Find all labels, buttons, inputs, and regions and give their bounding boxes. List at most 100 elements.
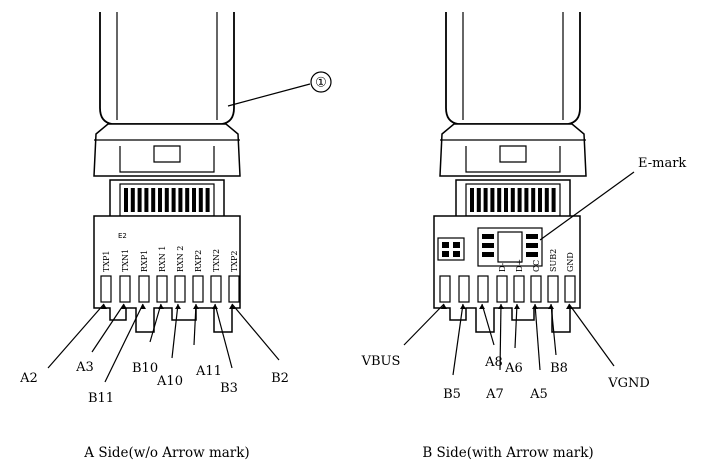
pin-pad bbox=[458, 275, 470, 303]
leader-line bbox=[91, 303, 125, 353]
leader-line bbox=[514, 303, 518, 349]
leader-arrow bbox=[175, 304, 181, 309]
leader-line bbox=[452, 303, 464, 376]
pin-number-label: B10 bbox=[132, 361, 158, 376]
leader-arrow bbox=[101, 304, 107, 309]
pin-pad bbox=[228, 275, 240, 303]
pin-name-label: D+ bbox=[515, 259, 524, 272]
pin-number-label: A3 bbox=[75, 360, 94, 375]
frame-slot bbox=[531, 188, 536, 212]
frame-slot bbox=[158, 188, 162, 212]
pin-pad bbox=[477, 275, 489, 303]
pin-name-label: SUB2 bbox=[549, 249, 558, 272]
frame-slot bbox=[171, 188, 176, 212]
pin-number-label: VGND bbox=[607, 376, 650, 391]
frame-slot bbox=[504, 188, 508, 212]
e-mark-leader: E-mark bbox=[539, 156, 686, 241]
pin-number-label: A10 bbox=[156, 374, 183, 389]
pin-number-label: B5 bbox=[443, 387, 461, 402]
pin-number-label: A2 bbox=[19, 371, 38, 386]
board-code-label: E2 bbox=[118, 232, 127, 240]
pin-number-label: B3 bbox=[220, 381, 238, 396]
callout-marker: ① bbox=[227, 71, 332, 107]
pin-name-label: TXP2 bbox=[230, 250, 239, 272]
pin-number-label: B2 bbox=[271, 371, 289, 386]
pin-number-label: A5 bbox=[529, 387, 548, 402]
callout-number: ① bbox=[315, 76, 327, 91]
side-a-caption: A Side(w/o Arrow mark) bbox=[83, 445, 249, 461]
pin-name-label: RXP1 bbox=[140, 250, 149, 272]
frame-slot bbox=[130, 188, 135, 212]
pin-number-label: A11 bbox=[195, 364, 222, 379]
leader-arrow bbox=[212, 304, 218, 309]
leader-line bbox=[403, 303, 445, 346]
leader-line bbox=[568, 303, 615, 367]
frame-slot bbox=[137, 188, 142, 212]
frame-slot bbox=[510, 188, 515, 212]
pin-name-label: TXN2 bbox=[212, 249, 221, 272]
frame-slot bbox=[205, 188, 210, 212]
pin-number-label: B11 bbox=[88, 391, 114, 406]
frame-slot bbox=[192, 188, 196, 212]
frame-slot bbox=[517, 188, 522, 212]
frame-slot bbox=[490, 188, 495, 212]
pin-name-label: D- bbox=[498, 262, 507, 272]
frame-slot bbox=[538, 188, 542, 212]
pin-pad bbox=[530, 275, 542, 303]
pin-pad bbox=[100, 275, 112, 303]
leader-arrow bbox=[441, 304, 447, 309]
side-b-caption: B Side(with Arrow mark) bbox=[422, 445, 593, 461]
leader-arrow bbox=[514, 304, 520, 309]
frame-slot bbox=[144, 188, 149, 212]
pin-number-label: VBUS bbox=[361, 354, 401, 369]
frame-slot bbox=[524, 188, 529, 212]
leader-arrow bbox=[158, 304, 164, 309]
leader-line bbox=[104, 303, 144, 383]
leader-arrow bbox=[532, 304, 538, 309]
frame-slot bbox=[476, 188, 481, 212]
pin-name-label: GND bbox=[566, 252, 575, 272]
pin-pad bbox=[138, 275, 150, 303]
leader-line bbox=[193, 303, 197, 346]
e-mark-chip bbox=[477, 227, 543, 267]
pin-name-label: TXN1 bbox=[121, 249, 130, 272]
pin-pad bbox=[513, 275, 525, 303]
pin-pad bbox=[210, 275, 222, 303]
pin-pad bbox=[156, 275, 168, 303]
leader-arrow bbox=[479, 304, 485, 309]
pin-pad bbox=[564, 275, 576, 303]
leader-line bbox=[481, 303, 495, 346]
leader-line bbox=[550, 303, 557, 356]
frame-slot bbox=[198, 188, 203, 212]
frame-slot bbox=[185, 188, 190, 212]
pin-pad bbox=[439, 275, 451, 303]
leader-line bbox=[499, 303, 502, 371]
pin-name-label: CC bbox=[532, 260, 541, 272]
pin-pad bbox=[496, 275, 508, 303]
leader-line bbox=[231, 303, 280, 361]
pin-pad bbox=[174, 275, 186, 303]
pin-number-label: A8 bbox=[484, 355, 503, 370]
pin-number-label: A7 bbox=[485, 387, 504, 402]
frame-slot bbox=[551, 188, 556, 212]
leader-arrow bbox=[548, 304, 554, 309]
leader-arrow bbox=[193, 304, 199, 309]
leader-arrow bbox=[460, 304, 466, 309]
frame-slot bbox=[497, 188, 502, 212]
frame-slot bbox=[483, 188, 488, 212]
pin-pad bbox=[547, 275, 559, 303]
pin-number-label: B8 bbox=[550, 361, 568, 376]
leader-line bbox=[149, 303, 162, 343]
frame-slot bbox=[544, 188, 549, 212]
pin-name-label: TXP1 bbox=[102, 250, 111, 272]
leader-line bbox=[47, 303, 105, 369]
frame-slot bbox=[151, 188, 156, 212]
pin-name-label: RXN 1 bbox=[158, 246, 167, 272]
frame-slot bbox=[124, 188, 128, 212]
leader-arrow bbox=[498, 304, 504, 309]
leader-arrow bbox=[140, 304, 146, 309]
leader-line bbox=[171, 303, 179, 359]
pin-name-label: RXN 2 bbox=[176, 246, 185, 272]
